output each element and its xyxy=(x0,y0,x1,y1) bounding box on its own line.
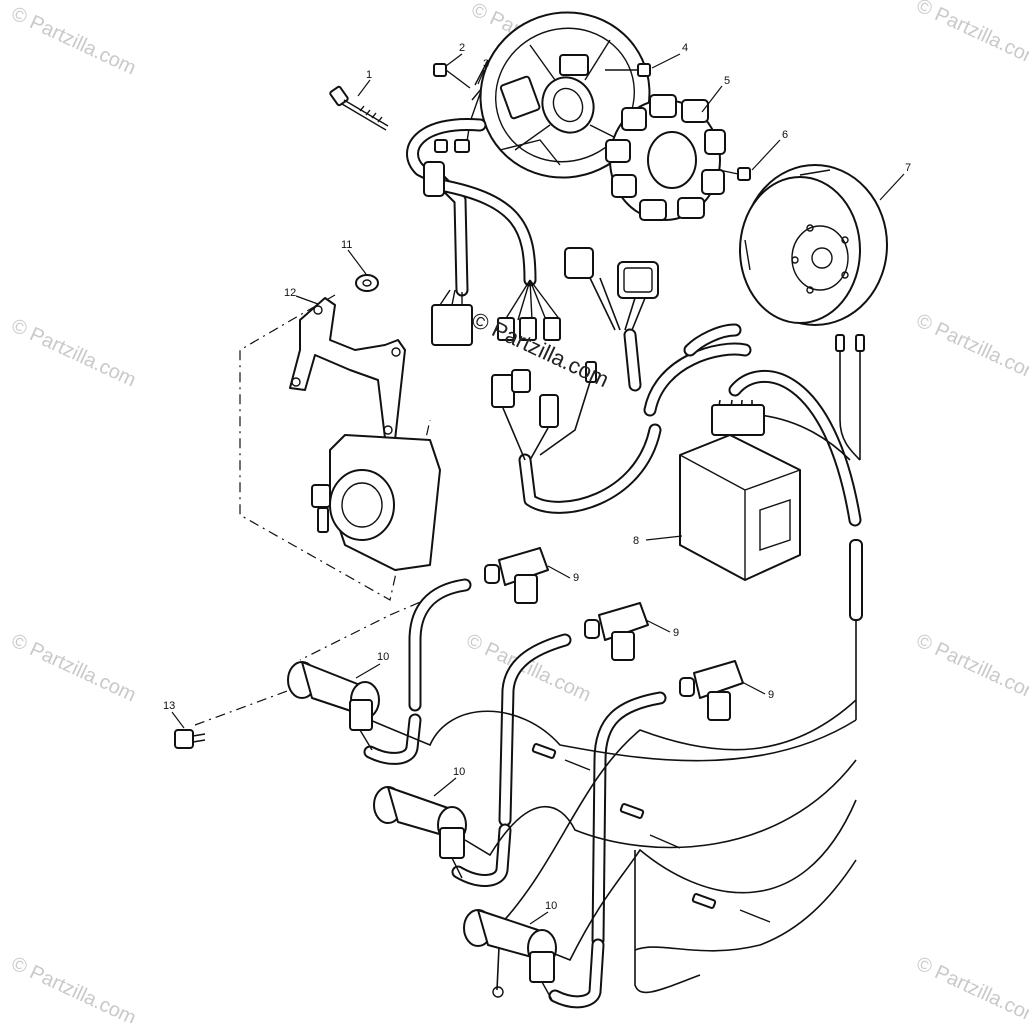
screw-small[interactable] xyxy=(433,63,471,89)
watermark-lower-center: © Partzilla.com xyxy=(463,630,594,707)
spark-plug-cap-3[interactable] xyxy=(679,660,744,721)
ignition-coil-1[interactable] xyxy=(287,661,380,751)
wire-clamp[interactable] xyxy=(434,59,489,153)
callout-leaders xyxy=(171,53,905,925)
watermark-bottom-right: © Partzilla.com xyxy=(913,953,1029,1023)
bolt-long[interactable] xyxy=(329,85,389,131)
screw-stator-top[interactable] xyxy=(605,63,651,77)
callout-9-a: 9 xyxy=(573,572,579,584)
callout-5: 5 xyxy=(724,75,730,87)
watermark-bottom-left: © Partzilla.com xyxy=(8,953,139,1023)
coil-mount-bolt[interactable] xyxy=(174,729,206,749)
connector-pair[interactable] xyxy=(564,247,659,331)
flywheel[interactable] xyxy=(739,164,888,326)
callout-11: 11 xyxy=(341,239,352,251)
spark-plug-cap-2[interactable] xyxy=(584,602,649,661)
callout-7: 7 xyxy=(905,162,911,174)
callout-6: 6 xyxy=(782,129,788,141)
watermark-mid-right: © Partzilla.com xyxy=(913,310,1029,387)
nut[interactable] xyxy=(355,274,379,292)
main-harness-tubing xyxy=(518,323,865,527)
watermark-center: © Partzilla.com xyxy=(468,307,613,392)
watermark-top-right: © Partzilla.com xyxy=(913,0,1029,71)
callout-4: 4 xyxy=(682,42,688,54)
stator-coil[interactable] xyxy=(605,94,726,221)
throttle-body xyxy=(311,434,441,571)
ignition-coil-3[interactable] xyxy=(463,909,557,1001)
harness-connector-multi[interactable] xyxy=(497,279,561,341)
watermark-lower-left: © Partzilla.com xyxy=(8,630,139,707)
callout-13: 13 xyxy=(163,700,175,712)
callout-8: 8 xyxy=(633,535,639,547)
callout-12: 12 xyxy=(284,287,296,299)
ignition-coil-2[interactable] xyxy=(373,786,467,879)
right-harness-tube xyxy=(849,539,863,720)
callout-10-b: 10 xyxy=(453,766,465,778)
watermark-lower-right: © Partzilla.com xyxy=(913,630,1029,707)
callout-labels: 1 2 3 4 5 6 7 8 9 9 9 10 10 10 11 12 13 xyxy=(163,42,911,912)
callout-9-c: 9 xyxy=(768,689,774,701)
callout-2: 2 xyxy=(459,42,465,54)
callout-10-a: 10 xyxy=(377,651,389,663)
harness-connector-left[interactable] xyxy=(431,289,473,346)
stator-harness xyxy=(406,117,537,297)
plug-connectors[interactable] xyxy=(491,361,597,461)
callout-9-b: 9 xyxy=(673,627,679,639)
callout-10-c: 10 xyxy=(545,900,557,912)
high-tension-leads xyxy=(363,578,667,1009)
cdi-box[interactable] xyxy=(679,399,801,581)
mounting-bracket[interactable] xyxy=(289,297,406,441)
callout-3: 3 xyxy=(483,58,489,70)
watermark-top-left: © Partzilla.com xyxy=(8,3,139,80)
watermark-mid-left: © Partzilla.com xyxy=(8,315,139,392)
callout-1: 1 xyxy=(366,69,372,81)
stator-plate[interactable] xyxy=(453,0,676,205)
spark-plug-cap-1[interactable] xyxy=(484,547,549,604)
primary-wiring xyxy=(369,699,857,994)
